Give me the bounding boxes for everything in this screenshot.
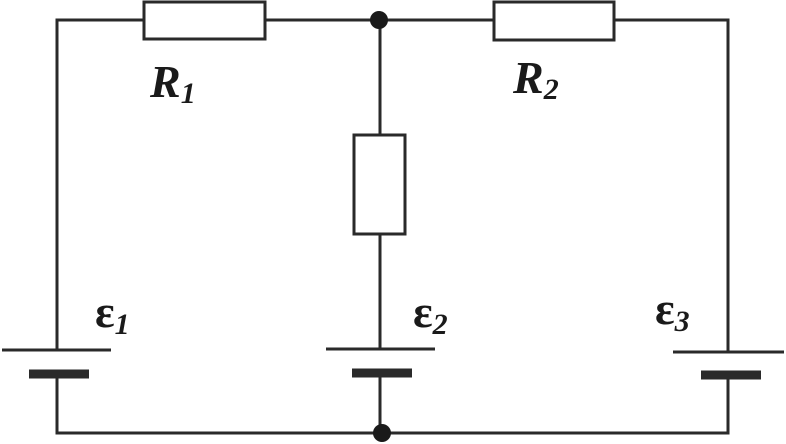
battery-e3 — [673, 350, 784, 380]
label-r1: R1 — [149, 56, 196, 110]
label-e1: ε1 — [95, 286, 130, 341]
junction-bottom — [373, 424, 391, 442]
label-e3: ε3 — [655, 283, 690, 338]
battery-e1 — [2, 348, 111, 379]
junction-top — [370, 11, 388, 29]
label-e2: ε2 — [413, 286, 448, 341]
resistor-r1 — [142, 0, 267, 41]
resistor-r2 — [492, 0, 616, 42]
battery-e2 — [326, 347, 435, 378]
label-r2: R2 — [512, 52, 559, 106]
resistor-r3 — [352, 133, 407, 236]
